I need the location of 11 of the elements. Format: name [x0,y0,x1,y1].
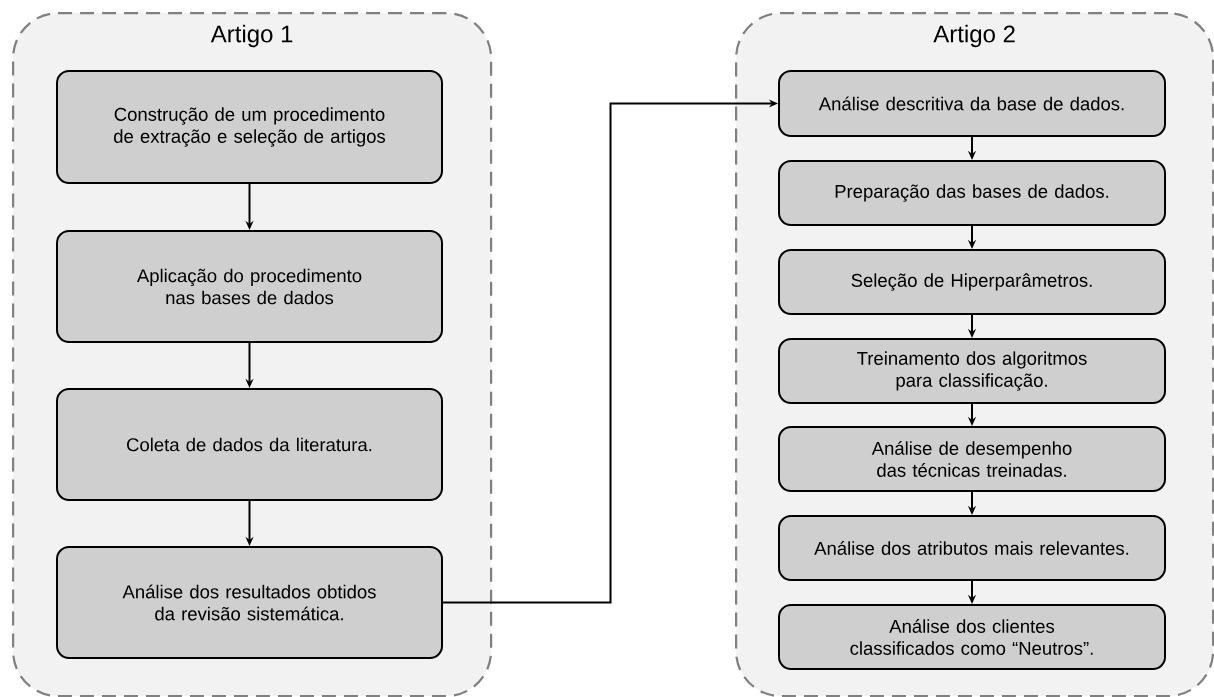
process-box: Análise dos resultados obtidos da revisão sistemática. [56,546,443,659]
process-box: Seleção de Hiperparâmetros. [778,249,1166,315]
process-box: Análise de desempenho das técnicas treinadas. [778,426,1166,492]
process-box: Análise dos clientes classificados como “Neutros”. [778,604,1166,670]
process-box: Preparação das bases de dados. [778,160,1166,226]
process-box: Construção de um procedimento de extração e seleção de artigos [56,70,443,184]
process-box: Análise descritiva da base de dados. [778,70,1166,137]
process-box: Análise dos atributos mais relevantes. [778,515,1166,581]
process-box: Treinamento dos algoritmos para classificação. [778,338,1166,404]
process-box: Coleta de dados da literatura. [56,388,443,501]
process-box: Aplicação do procedimento nas bases de dados [56,230,443,343]
